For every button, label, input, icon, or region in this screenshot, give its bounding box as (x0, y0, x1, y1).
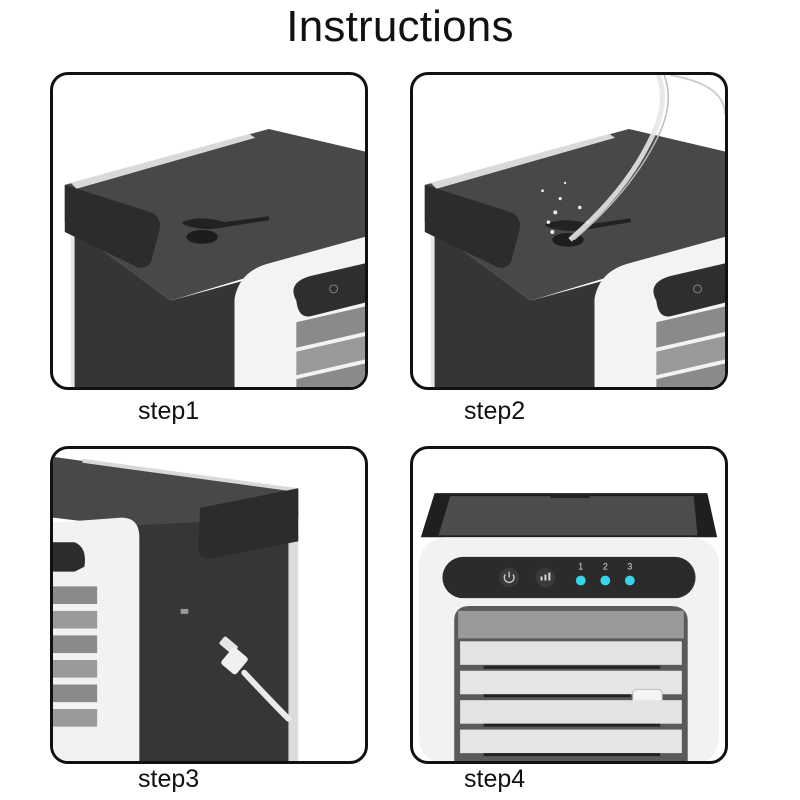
svg-text:2: 2 (603, 562, 608, 572)
louver (460, 641, 682, 665)
power-button (499, 567, 519, 588)
pouring-water-image (424, 75, 725, 387)
step3-illustration (50, 446, 368, 764)
svg-text:1: 1 (578, 562, 583, 572)
louver (460, 670, 682, 695)
power-icon (503, 574, 515, 584)
speed-led-1 (575, 575, 586, 586)
usb-connection-image (53, 456, 299, 761)
air-cooler-top-view-image (64, 128, 365, 387)
speed-led-3 (624, 575, 635, 586)
usb-port-icon (180, 608, 189, 614)
step1-illustration (50, 72, 368, 390)
svg-text:3: 3 (627, 562, 632, 572)
louver (460, 700, 682, 724)
step4-illustration: 1 2 3 (410, 446, 728, 764)
step3-caption: step3 (138, 765, 200, 793)
step2-illustration (410, 72, 728, 390)
step4-caption: step4 (464, 765, 526, 793)
usb-cable-icon (219, 636, 292, 722)
page-title: Instructions (286, 2, 514, 51)
step2-caption: step2 (464, 397, 526, 425)
control-panel-front-image: 1 2 3 (418, 493, 720, 761)
louver (460, 729, 682, 754)
speed-led-2 (600, 575, 611, 586)
step1-caption: step1 (138, 397, 200, 425)
